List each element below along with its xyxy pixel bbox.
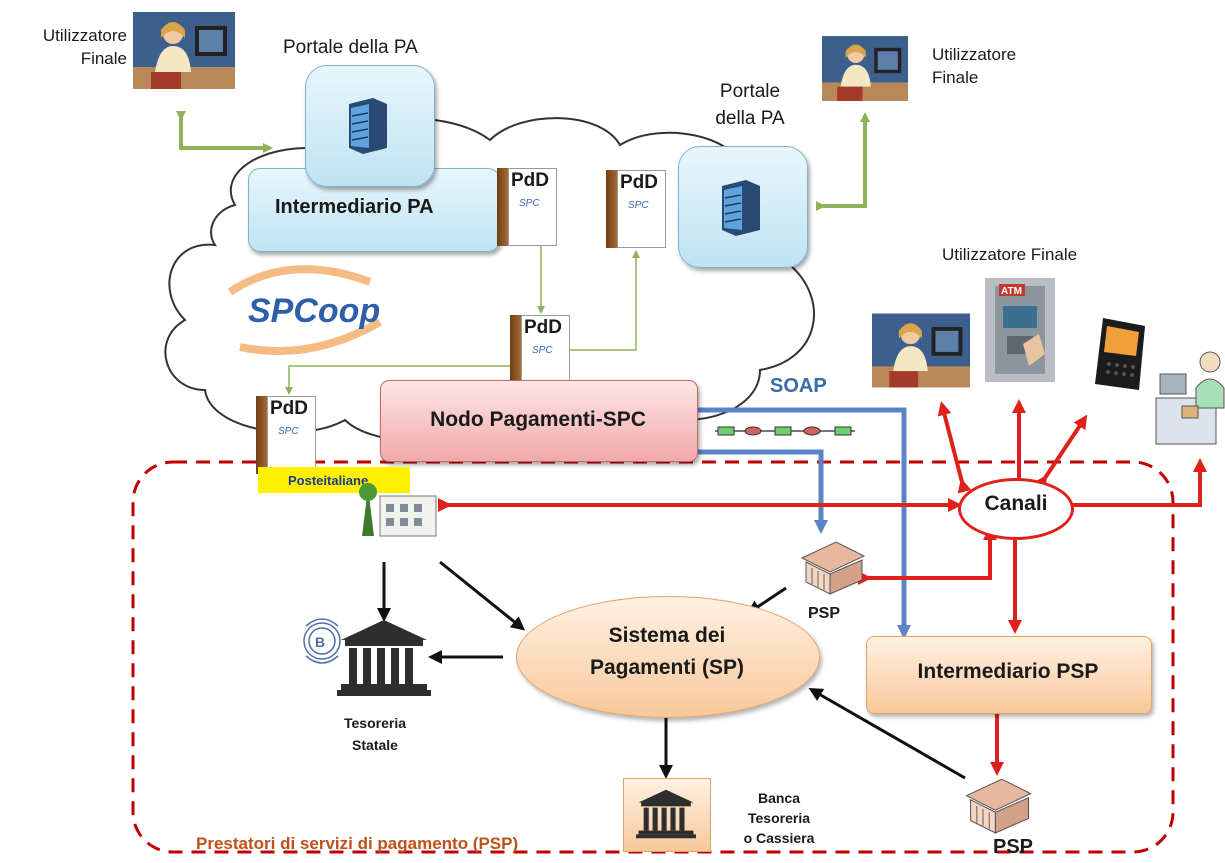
office-user-icon-channel bbox=[872, 313, 970, 388]
svg-text:B: B bbox=[315, 634, 325, 650]
office-user-icon bbox=[133, 12, 235, 89]
poste-italiane-logo: Posteitaliane bbox=[258, 467, 410, 493]
arrow-portal-user-right bbox=[816, 112, 870, 211]
svg-text:SPCoop: SPCoop bbox=[248, 292, 380, 330]
soap-arrow-psp bbox=[687, 445, 828, 534]
psp-region-border bbox=[131, 460, 1175, 854]
post-office-building-icon bbox=[359, 483, 437, 537]
canali-label: Canali bbox=[984, 492, 1048, 515]
nodo-pagamenti-box bbox=[380, 380, 698, 462]
intermediario-psp-label: Intermediario PSP bbox=[917, 660, 1099, 683]
message-chain-icon bbox=[715, 426, 855, 436]
office-user-icon-right bbox=[822, 36, 908, 101]
banca-tesoreria-building-icon bbox=[636, 789, 696, 839]
psp-bottom-label: PSP bbox=[993, 836, 1034, 858]
sistema-pagamenti-ellipse bbox=[516, 596, 820, 718]
canali-node bbox=[958, 478, 1074, 540]
nodo-pagamenti-label: Nodo Pagamenti-SPC bbox=[430, 408, 646, 431]
intermediario-pa-label: Intermediario PA bbox=[275, 196, 434, 218]
red-arrows bbox=[438, 399, 1207, 776]
psp-bank-icon-bottom bbox=[965, 778, 1032, 834]
psp-bank-icon bbox=[800, 541, 866, 595]
portal-pa-top-label: Portale della PA bbox=[283, 37, 418, 58]
black-arrows bbox=[377, 560, 966, 780]
bank-of-italy-logo: B bbox=[303, 618, 341, 664]
server-icon bbox=[722, 180, 760, 236]
intermediario-psp-box bbox=[866, 636, 1152, 714]
spcoop-logo: SPCoop bbox=[227, 265, 382, 356]
cashier-icon bbox=[1155, 351, 1225, 445]
arrow-user-portal-left bbox=[176, 111, 273, 153]
prestatori-label: Prestatori di servizi di pagamento (PSP) bbox=[196, 834, 519, 853]
soap-label: SOAP bbox=[770, 375, 827, 397]
psp-label: PSP bbox=[808, 605, 841, 622]
smartphone-icon bbox=[1095, 318, 1145, 390]
user-final-channels-label: Utilizzatore Finale bbox=[942, 245, 1078, 264]
svg-text:ATM: ATM bbox=[1001, 286, 1022, 297]
tesoreria-statale-building-icon bbox=[337, 620, 431, 696]
atm-icon: ATM bbox=[985, 278, 1055, 382]
server-icon bbox=[349, 98, 387, 154]
